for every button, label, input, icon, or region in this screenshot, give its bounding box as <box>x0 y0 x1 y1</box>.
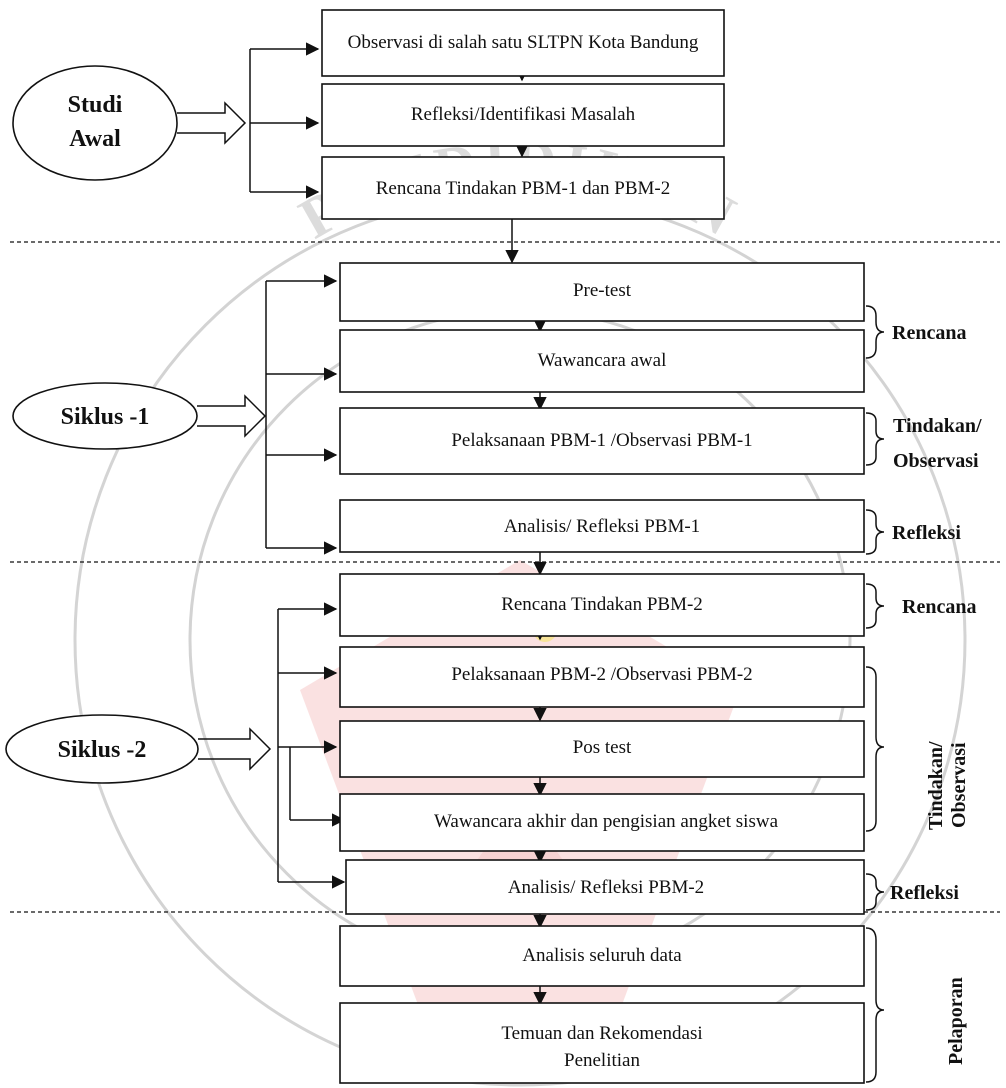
stage-siklus-1: Siklus -1 <box>12 382 198 450</box>
step-refleksi-identifikasi: Refleksi/Identifikasi Masalah <box>321 83 725 147</box>
step-text: Rencana Tindakan PBM-2 <box>501 594 703 615</box>
step-text: Analisis seluruh data <box>522 945 682 966</box>
stage-studi-awal: Studi Awal <box>12 65 178 181</box>
stage-label-line: Siklus -2 <box>58 737 147 763</box>
step-pos-test: Pos test <box>339 720 865 778</box>
phase-labels: Rencana Tindakan/ Observasi Refleksi Ren… <box>890 322 982 1065</box>
step-rencana-tindakan: Rencana Tindakan PBM-1 dan PBM-2 <box>321 156 725 220</box>
stage-siklus-2: Siklus -2 <box>5 714 199 784</box>
step-temuan-rekomendasi: Temuan dan Rekomendasi Penelitian <box>339 1002 865 1084</box>
step-text: Analisis/ Refleksi PBM-1 <box>504 516 700 537</box>
process-steps: Observasi di salah satu SLTPN Kota Bandu… <box>321 9 865 1084</box>
step-text: Refleksi/Identifikasi Masalah <box>411 104 636 125</box>
step-rencana-pbm-2: Rencana Tindakan PBM-2 <box>339 573 865 637</box>
step-pelaksanaan-pbm-2: Pelaksanaan PBM-2 /Observasi PBM-2 <box>339 646 865 708</box>
step-text: Pos test <box>573 737 632 758</box>
stage-label-line: Awal <box>69 126 121 152</box>
step-wawancara-awal: Wawancara awal <box>339 329 865 393</box>
step-text: Wawancara akhir dan pengisian angket sis… <box>434 811 779 832</box>
step-text: Rencana Tindakan PBM-1 dan PBM-2 <box>376 178 671 199</box>
step-analisis-pbm-1: Analisis/ Refleksi PBM-1 <box>339 499 865 553</box>
step-text: Observasi di salah satu SLTPN Kota Bandu… <box>348 32 699 53</box>
step-text: Analisis/ Refleksi PBM-2 <box>508 877 704 898</box>
step-text: Pre-test <box>573 280 632 301</box>
stage-label-line: Studi <box>68 92 123 118</box>
phase-label-pelaporan: Pelaporan <box>945 977 967 1065</box>
step-analisis-pbm-2: Analisis/ Refleksi PBM-2 <box>345 859 865 915</box>
block-arrows <box>177 101 272 771</box>
phase-label-rencana-2: Rencana <box>902 596 976 618</box>
step-text: Pelaksanaan PBM-1 /Observasi PBM-1 <box>451 430 752 451</box>
step-text: Pelaksanaan PBM-2 /Observasi PBM-2 <box>451 664 752 685</box>
step-wawancara-akhir: Wawancara akhir dan pengisian angket sis… <box>339 793 865 852</box>
phase-label-refleksi-1: Refleksi <box>892 522 961 544</box>
phase-label-tindakan-2: Tindakan/ <box>925 741 947 830</box>
phase-label-refleksi-2: Refleksi <box>890 882 959 904</box>
step-pre-test: Pre-test <box>339 262 865 322</box>
section-dividers <box>10 241 1000 913</box>
step-text: Penelitian <box>564 1050 640 1071</box>
phase-braces <box>865 305 885 1083</box>
stage-label-line: Siklus -1 <box>61 404 150 430</box>
phase-label-rencana-1: Rencana <box>892 322 966 344</box>
step-text: Wawancara awal <box>538 350 667 371</box>
step-pelaksanaan-pbm-1: Pelaksanaan PBM-1 /Observasi PBM-1 <box>339 407 865 475</box>
step-observasi-sltpn: Observasi di salah satu SLTPN Kota Bandu… <box>321 9 725 77</box>
phase-label-observasi-2: Observasi <box>948 742 970 828</box>
phase-label-observasi-1: Observasi <box>893 450 979 472</box>
step-analisis-seluruh-data: Analisis seluruh data <box>339 925 865 987</box>
connector-lines <box>249 42 346 889</box>
step-text: Temuan dan Rekomendasi <box>501 1023 702 1044</box>
phase-label-tindakan-1: Tindakan/ <box>893 415 982 437</box>
